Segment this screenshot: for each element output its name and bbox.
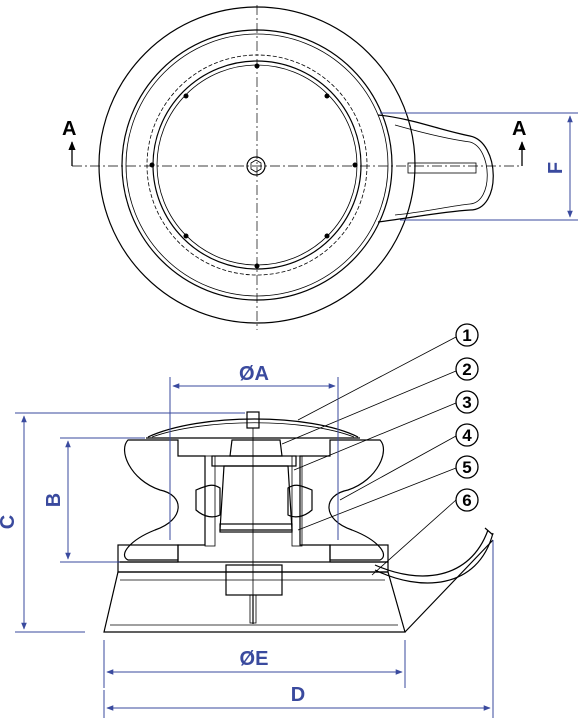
top-bolt-head (246, 411, 260, 429)
dim-a-label: ØA (239, 363, 269, 385)
chock-lug-inner (394, 124, 488, 216)
chock-outline-line (404, 539, 494, 633)
leader-5 (297, 467, 457, 531)
cover-circle (152, 60, 362, 270)
balloon-4: 4 (455, 423, 479, 447)
bolt-hole (183, 93, 189, 99)
bearing-top-ring (211, 455, 297, 467)
section-view: 1 2 3 4 5 6 ØA B (0, 323, 494, 718)
top-nut (229, 439, 283, 457)
leader-3 (293, 402, 457, 471)
cable-end (484, 527, 494, 536)
dim-e-label: ØE (240, 648, 269, 670)
cable-upper (374, 532, 494, 584)
balloon-1: 1 (455, 323, 479, 347)
inner-groove-left (195, 484, 221, 518)
bolt-hole (149, 162, 155, 168)
inner-groove-right (287, 484, 313, 518)
bolt-hole (183, 233, 189, 239)
leader-6 (371, 499, 457, 576)
leader-1 (297, 336, 457, 421)
keyway-slot (407, 162, 477, 174)
svg-text:5: 5 (462, 458, 471, 477)
shaft-housing (219, 465, 293, 531)
balloon-5: 5 (455, 455, 479, 479)
lower-bearing-ring (219, 523, 293, 533)
leader-2 (281, 370, 457, 445)
dim-b-label: B (43, 493, 65, 507)
svg-text:6: 6 (462, 491, 471, 510)
bolt-hole (324, 233, 330, 239)
spindle-body (249, 594, 257, 624)
drum-left-section (123, 439, 206, 561)
dim-d-label: D (291, 684, 305, 706)
base-flange-right (329, 544, 389, 563)
dim-f-label: F (545, 162, 567, 174)
svg-text:1: 1 (462, 326, 471, 345)
base-flange-left (117, 544, 179, 563)
svg-text:4: 4 (462, 426, 472, 445)
centre-hex-nut (250, 159, 262, 173)
chock-lug-outline (377, 114, 494, 223)
dim-c-label: C (0, 515, 19, 529)
balloon-3: 3 (455, 390, 479, 414)
balloon-2: 2 (455, 357, 479, 381)
balloon-6: 6 (455, 488, 479, 512)
top-view: A A F (62, 5, 578, 330)
bushing-left (204, 455, 216, 547)
section-label-left: A (62, 118, 76, 140)
bushing-right (291, 455, 303, 547)
svg-text:2: 2 (462, 360, 471, 379)
svg-text:3: 3 (462, 393, 471, 412)
bolt-hole (324, 93, 330, 99)
leader-4 (339, 435, 457, 501)
bolt-hole (352, 162, 358, 168)
bolt-holes (149, 63, 358, 269)
section-label-right: A (512, 118, 526, 140)
cover-dome-inner (151, 422, 355, 438)
cable-lower (374, 529, 489, 577)
